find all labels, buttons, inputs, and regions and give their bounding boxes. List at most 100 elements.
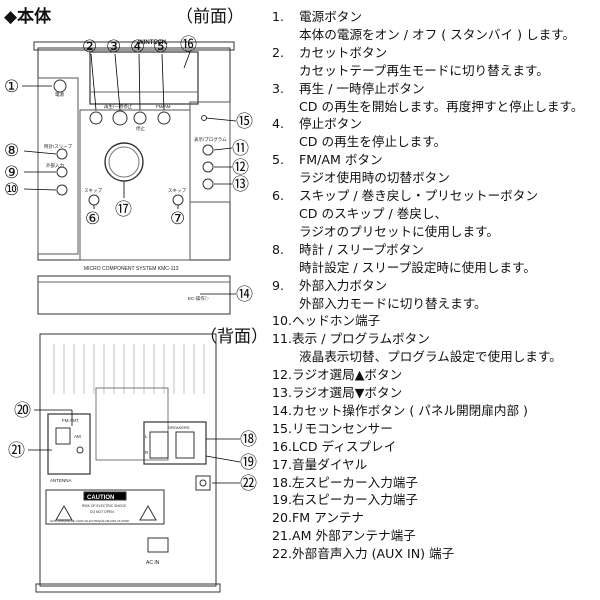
- list-item-number: 14.: [272, 402, 293, 418]
- list-item-description: CD の再生を開始します。再度押すと停止します。: [299, 98, 584, 114]
- list-item-title: 5.FM/AM ボタン: [272, 151, 600, 169]
- list-item-number: 15.: [272, 420, 293, 436]
- fmam-button: [157, 111, 171, 125]
- list-item-description: CD のスキップ / 巻戻し、: [299, 205, 448, 221]
- speakers-text: SPEAKERS: [168, 425, 190, 430]
- callout-2: ②: [82, 37, 97, 57]
- list-item-number: 6.: [272, 188, 285, 204]
- list-item-label: 右スピーカー入力端子: [292, 492, 418, 508]
- list-item-label: FM/AM ボタン: [299, 152, 383, 168]
- callout-20: ⑳: [14, 401, 31, 421]
- callout-19: ⑲: [240, 453, 257, 473]
- front-view-label: （前面）: [176, 7, 244, 27]
- list-item-number: 21.: [272, 528, 293, 544]
- list-item-number: 16.: [272, 438, 293, 454]
- am-text: AM: [74, 434, 81, 439]
- list-item-title: 3. 再生 / 一時停止ボタン: [272, 80, 600, 98]
- list-item-label: ラジオ選局▲ボタン: [292, 367, 403, 383]
- brand-logo: WINTECH.: [138, 40, 168, 46]
- list-item-title: 17.音量ダイヤル: [272, 456, 600, 474]
- list-item-title: 13.ラジオ選局▼ボタン: [272, 384, 600, 402]
- left-control-panel: [37, 77, 79, 255]
- callout-15: ⑮: [236, 112, 253, 132]
- list-item-title: 20.FM アンテナ: [272, 509, 600, 527]
- list-item-title: 15.リモコンセンサー: [272, 420, 600, 438]
- stop-button: [133, 111, 147, 125]
- fmam-tiny-label: FM/AM: [156, 104, 171, 109]
- list-item-label: 時計 / スリープボタン: [299, 241, 424, 257]
- list-item-title: 4.停止ボタン: [272, 115, 600, 133]
- list-item-label: 外部入力ボタン: [299, 277, 388, 293]
- list-item-label: 再生 / 一時停止ボタン: [299, 80, 425, 96]
- list-item-label: FM アンテナ: [292, 510, 365, 526]
- list-item-number: 12.: [272, 367, 293, 383]
- list-item-label: AM 外部アンテナ端子: [292, 528, 416, 544]
- caution-plate: [45, 489, 165, 525]
- list-item-description: 本体の電源をオン / オフ ( スタンバイ ) します。: [299, 26, 576, 42]
- back-body: [39, 333, 217, 587]
- callout-18: ⑱: [240, 430, 257, 450]
- fm-ant-text: FM ANT.: [62, 418, 79, 423]
- right-control-panel: [189, 101, 231, 203]
- callout-8: ⑧: [4, 141, 19, 161]
- callout-21: ㉑: [8, 441, 25, 461]
- cassette-tiny-label: EC-操作▷: [188, 295, 210, 302]
- clock-tiny-label: 時計/スリープ: [44, 143, 72, 150]
- tune-up-button: [202, 161, 214, 173]
- caution-line3: AVIS: RISQUE DE CHOC ELECTRIQUE-NE PAS O…: [50, 519, 130, 523]
- headphone-jack: [56, 184, 68, 196]
- lcd-window: [89, 51, 199, 105]
- list-item-label: ヘッドホン端子: [292, 313, 381, 329]
- callout-9: ⑨: [4, 163, 19, 183]
- list-item-number: 10.: [272, 313, 293, 329]
- callout-5: ⑤: [153, 37, 168, 57]
- ac-inlet: [147, 537, 169, 553]
- back-view-label: （背面）: [200, 327, 268, 347]
- antenna-block: [47, 413, 91, 475]
- callout-3: ③: [106, 37, 121, 57]
- skip-right-button: [172, 194, 184, 206]
- list-item-label: ラジオ選局▼ボタン: [292, 385, 403, 401]
- list-item-title: 21.AM 外部アンテナ端子: [272, 527, 600, 545]
- callout-22: ㉒: [240, 474, 257, 494]
- aux-button: [56, 166, 68, 178]
- list-item-title: 6.スキップ / 巻き戻し・プリセットーボタン: [272, 187, 600, 205]
- list-item-title: 8.時計 / スリープボタン: [272, 241, 600, 259]
- callout-14: ⑭: [236, 285, 253, 305]
- list-item-title: 16.LCD ディスプレイ: [272, 438, 600, 456]
- list-item-number: 13.: [272, 385, 293, 401]
- r-text: R: [145, 450, 149, 455]
- center-cd-area: [79, 109, 191, 261]
- list-item-title: 19.右スピーカー入力端子: [272, 491, 600, 509]
- list-item-title: 1.電源ボタン: [272, 8, 600, 26]
- stop-tiny-label: 停止: [136, 125, 145, 132]
- list-item-description: 時計設定 / スリープ設定時に使用します。: [299, 259, 536, 275]
- ac-in-text: AC IN: [146, 560, 160, 566]
- list-item-label: リモコンセンサー: [292, 420, 393, 436]
- list-item-description: ラジオのプリセットに使用します。: [299, 223, 499, 239]
- list-item-label: 停止ボタン: [299, 116, 362, 132]
- callout-7: ⑦: [170, 209, 185, 229]
- clock-sleep-button: [56, 148, 68, 160]
- caution-line1: RISK OF ELECTRIC SHOCK: [82, 504, 127, 508]
- aux-tiny-label: 外部入力: [46, 162, 64, 169]
- parts-list: 1.電源ボタン本体の電源をオン / オフ ( スタンバイ ) します。2.カセッ…: [272, 8, 600, 563]
- play-pause-button: [112, 110, 128, 126]
- remote-sensor: [201, 115, 207, 121]
- list-item-number: 3.: [272, 80, 285, 96]
- list-item-number: 2.: [272, 44, 285, 60]
- cassette-button: [89, 111, 103, 125]
- skip-left-tiny-label: スキップ: [84, 188, 102, 194]
- callout-17: ⑰: [115, 200, 132, 220]
- list-item-title: 14.カセット操作ボタン ( パネル開閉扉内部 ): [272, 402, 600, 420]
- main-title: ◆本体: [4, 7, 52, 27]
- power-button: [53, 79, 67, 93]
- display-program-button: [202, 144, 214, 156]
- list-item-description: ラジオ使用時の切替ボタン: [299, 170, 450, 186]
- caution-title: CAUTION: [87, 495, 114, 501]
- list-item-label: 電源ボタン: [299, 9, 362, 24]
- list-item-description: CD の再生を停止します。: [299, 134, 447, 150]
- aux-in-jack: [195, 475, 211, 491]
- list-item-label: 音量ダイヤル: [292, 456, 368, 472]
- list-item-title: 12.ラジオ選局▲ボタン: [272, 366, 600, 384]
